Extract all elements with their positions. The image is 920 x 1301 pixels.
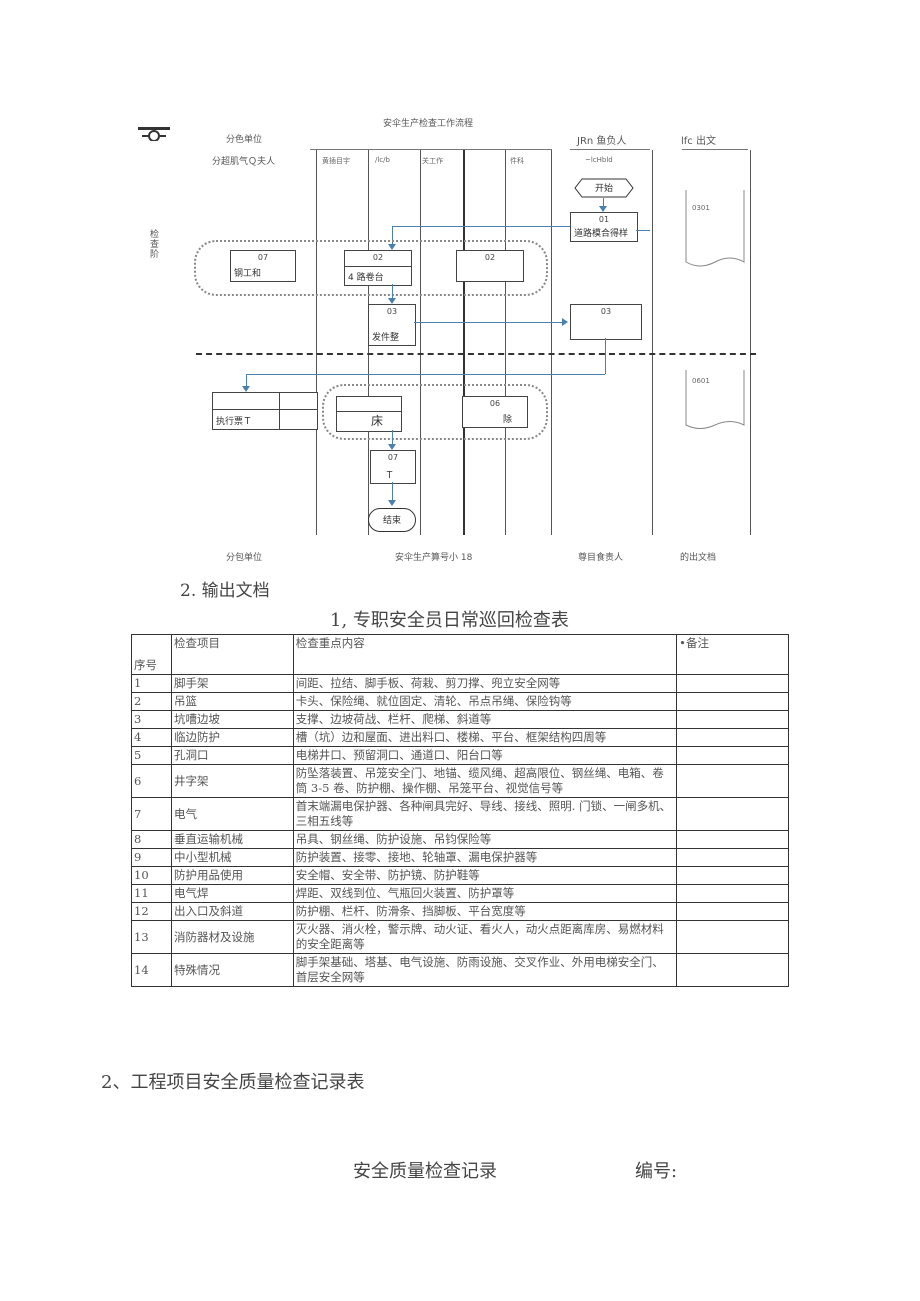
exec-box: 执行票Ｔ: [212, 392, 318, 430]
phase-separator: [196, 353, 756, 355]
flow-arrow: [603, 198, 604, 208]
flowchart-title: 安伞生产检查工作流程: [383, 119, 474, 129]
header-seq: 序号: [131, 634, 172, 675]
step-box-02b: 02: [456, 250, 524, 282]
header-mid-3: 关工作: [422, 157, 443, 165]
lane-divider: [316, 150, 317, 535]
flow-arrow: [392, 284, 393, 300]
step-box-01: 01 道路模合得样: [570, 212, 638, 242]
header-rule: [682, 149, 748, 150]
safety-inspection-flowchart: 安伞生产检查工作流程 分色单位 分超肌气Ｑ夫人 黄插目宇 /lc/b 关工作 件…: [130, 100, 770, 570]
header-mid-4: 件科: [510, 157, 524, 165]
doc-code-0301: 0301: [692, 204, 710, 212]
doc-shape: [682, 370, 748, 435]
header-note: •备注: [676, 634, 789, 675]
step-box-02a: 02 4 路卷台: [344, 250, 412, 286]
header-item: 检查项目: [170, 634, 294, 675]
parallel-group-lower: [322, 384, 548, 440]
footer-2: 安伞生产算号小 18: [395, 553, 473, 563]
arrowhead: [242, 386, 250, 392]
flow-arrow: [392, 226, 393, 246]
parallel-group-upper: [194, 240, 548, 296]
arrowhead: [562, 318, 568, 326]
flow-arrow: [636, 230, 650, 231]
lane-divider: [463, 150, 465, 535]
left-side-label: 检查阶: [150, 230, 160, 260]
header-content: 检查重点内容: [292, 634, 678, 675]
flow-arrow: [392, 430, 393, 446]
step-box-07a: 07 钢工和: [230, 250, 296, 282]
section-2-heading: 2、工程项目安全质量检查记录表: [101, 1072, 365, 1093]
footer-1: 分包单位: [226, 553, 263, 563]
header-right-1: JRn 鱼负人: [577, 136, 627, 147]
header-left-1: 分色单位: [226, 135, 263, 145]
doc-shape: [682, 190, 748, 270]
arrowhead: [388, 298, 396, 304]
header-mid-1: 黄插目宇: [322, 157, 350, 165]
footer-4: 的出文档: [680, 553, 717, 563]
doc-code-0601: 0601: [692, 377, 710, 385]
header-right-3: ~lcHbld: [585, 156, 613, 164]
table-title: 1, 专职安全员日常巡回检查表: [330, 610, 569, 631]
header-rule: [570, 149, 650, 150]
lane-divider: [505, 150, 506, 535]
section-output-heading: 2. 输出文档: [180, 581, 270, 601]
arrowhead: [388, 500, 396, 506]
step-box-06: 06 除: [462, 396, 528, 428]
header-mid-2: /lc/b: [375, 156, 390, 164]
table-header-row: 序号 检查项目 检查重点内容 •备注: [131, 634, 789, 675]
header-left-2: 分超肌气Ｑ夫人: [212, 157, 276, 167]
start-node: 开始: [574, 178, 634, 198]
header-rule: [310, 149, 552, 150]
flow-arrow: [392, 226, 570, 227]
flow-arrow: [246, 374, 605, 375]
header-right-2: lfc 出文: [681, 136, 716, 147]
step-box-07b: 07 Ｔ: [370, 450, 416, 484]
step-box-fa: 床: [336, 396, 402, 432]
lane-divider: [652, 150, 653, 535]
flow-arrow: [392, 482, 393, 502]
lane-divider: [420, 150, 421, 535]
step-box-03a: 03 发件整: [368, 304, 416, 346]
footer-3: 尊目食责人: [578, 553, 624, 563]
flow-arrow: [605, 338, 606, 374]
logo-icon: [138, 126, 170, 142]
arrowhead: [599, 206, 607, 212]
end-node: 结束: [368, 508, 416, 532]
record-title: 安全质量检查记录: [353, 1161, 497, 1182]
step-box-03b: 03: [570, 304, 642, 340]
arrowhead: [388, 244, 396, 250]
lane-divider: [551, 150, 552, 535]
flow-arrow: [414, 322, 564, 323]
arrowhead: [388, 444, 396, 450]
flow-arrow: [246, 374, 247, 388]
lane-divider: [750, 150, 751, 535]
record-number-label: 编号:: [635, 1161, 678, 1182]
